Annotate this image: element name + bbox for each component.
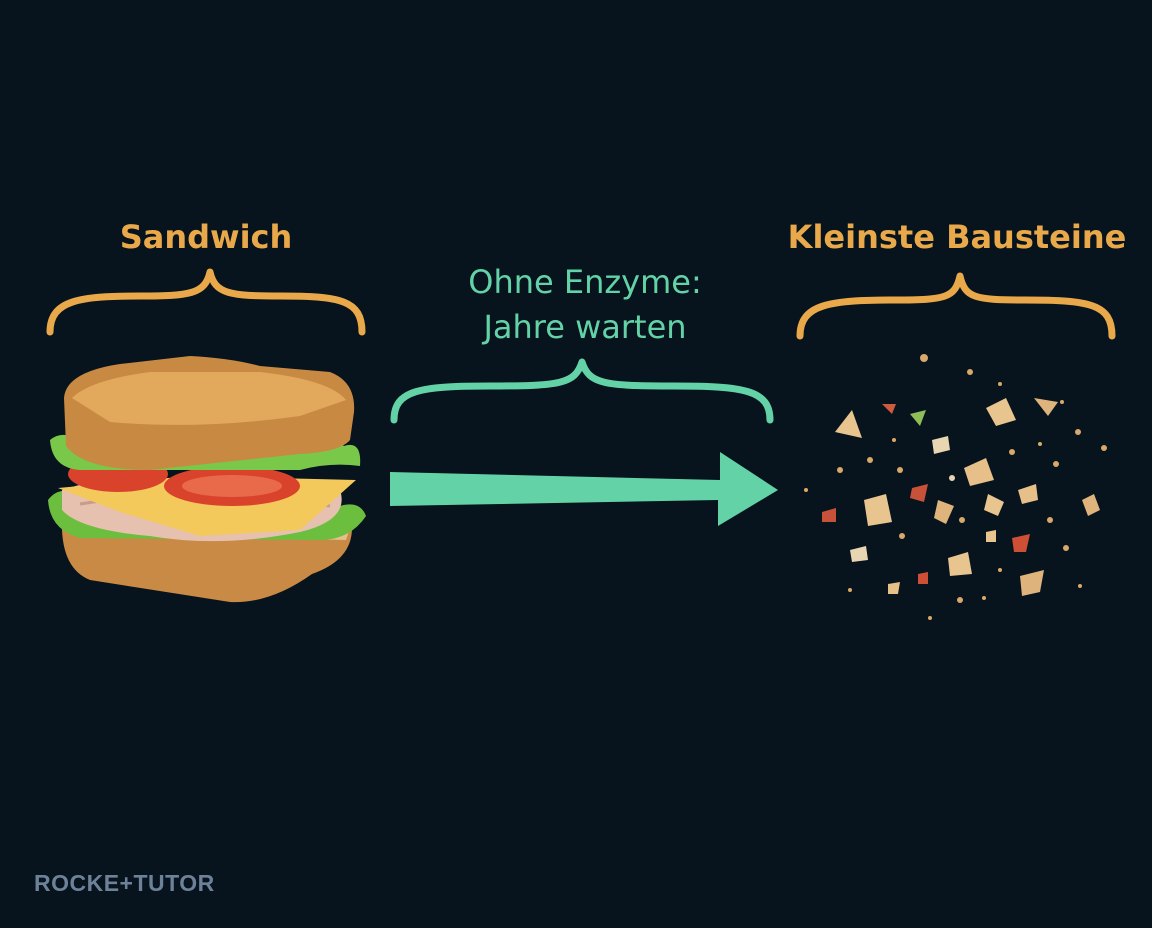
crumbs-illustration xyxy=(804,354,1107,620)
process-label: Ohne Enzyme: Jahre warten xyxy=(410,260,760,350)
process-brace-icon xyxy=(390,358,774,424)
left-brace-icon xyxy=(46,268,366,336)
process-label-line-1: Ohne Enzyme: xyxy=(468,263,702,301)
sandwich-illustration xyxy=(48,356,366,603)
process-label-line-2: Jahre warten xyxy=(483,308,687,346)
rocket-tutor-logo: ROCKE+TUTOR xyxy=(34,870,215,896)
right-brace-icon xyxy=(796,272,1116,340)
right-arrow-icon xyxy=(390,452,778,526)
smallest-building-blocks-label: Kleinste Bausteine xyxy=(787,218,1127,256)
sandwich-label: Sandwich xyxy=(119,218,293,256)
